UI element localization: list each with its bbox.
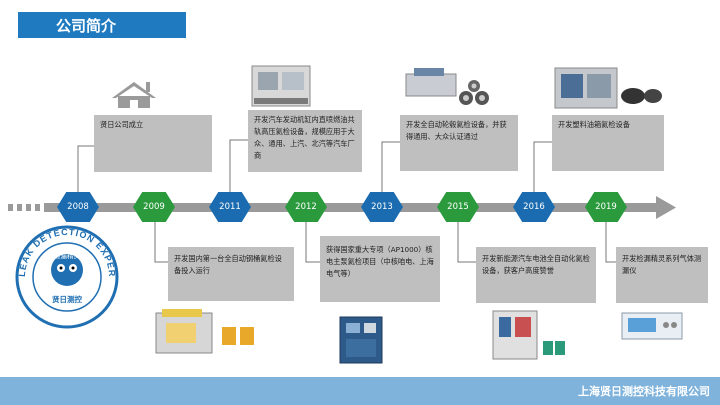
year-2013: 2013 <box>361 192 403 222</box>
year-2012: 2012 <box>285 192 327 222</box>
company-name: 上海贤日测控科技有限公司 <box>578 385 710 398</box>
event-2012: 获得国家重大专项（AP1000）核电主泵氦检项目（中核咱电、上海电气等） <box>320 236 440 302</box>
event-2008: 贤日公司成立 <box>94 115 212 172</box>
event-2011: 开发汽车发动机缸内直喷燃油共轨高压氦检设备，规模应用于大众、通用、上汽、北汽等汽… <box>248 110 362 172</box>
connectors <box>77 139 616 263</box>
drum-test-machine-image <box>155 309 254 354</box>
year-2009: 2009 <box>133 192 175 222</box>
year-2008: 2008 <box>57 192 99 222</box>
leak-detector-instrument-image <box>621 312 683 340</box>
event-2013: 开发全自动轮毂氦检设备，并获得通用、大众认证通过 <box>400 115 518 171</box>
logo-brand-text: 贤日测控 <box>52 294 82 304</box>
event-2009: 开发国内第一台全自动钢桶氦检设备投入运行 <box>168 247 294 301</box>
year-2015: 2015 <box>437 192 479 222</box>
year-2019: 2019 <box>585 192 627 222</box>
nuclear-pump-test-machine-image <box>339 316 383 364</box>
event-2015: 开发新能源汽车电池全自动化氦检设备，获客户高度赞誉 <box>476 247 596 303</box>
house-icon <box>112 82 156 108</box>
event-2019: 开发检漏精灵系列气体测漏仪 <box>616 247 708 303</box>
page-title: 公司简介 <box>18 12 186 38</box>
footer-bar: 上海贤日测控科技有限公司 <box>0 377 720 405</box>
year-2011: 2011 <box>209 192 251 222</box>
engine-test-machine-image <box>251 65 311 107</box>
event-2016: 开发塑料油箱氦检设备 <box>552 115 664 171</box>
company-logo: LEAK DETECTION EXPERTS 检漏精灵 贤日测控 <box>14 222 119 329</box>
fuel-tank-test-machine-image <box>554 67 662 109</box>
logo-cn-text: 检漏精灵 <box>54 251 81 260</box>
battery-test-machine-image <box>492 310 565 360</box>
year-2016: 2016 <box>513 192 555 222</box>
timeline-arrow <box>8 196 676 219</box>
wheel-test-machine-image <box>405 68 489 105</box>
